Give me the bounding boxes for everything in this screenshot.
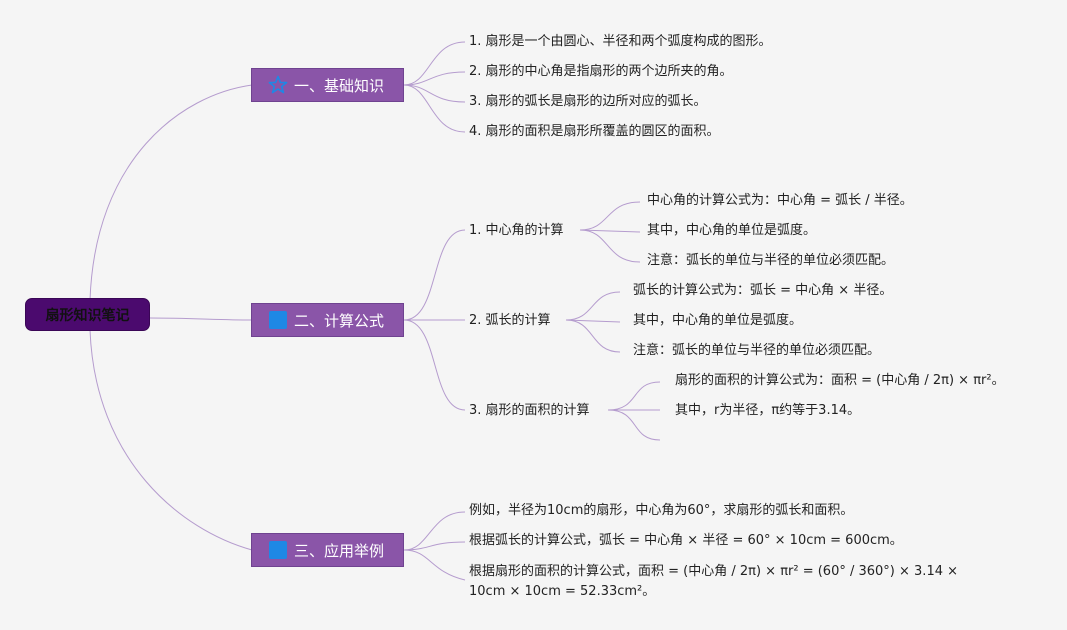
link-b3-item-3 <box>403 549 466 581</box>
list-item[interactable]: 例如，半径为10cm的扇形，中心角为60°，求扇形的弧长和面积。 <box>469 503 854 518</box>
group-arc-length[interactable]: 2. 弧长的计算 <box>469 313 551 328</box>
list-item[interactable]: 其中，中心角的单位是弧度。 <box>647 223 817 238</box>
branch-label: 三、应用举例 <box>294 541 385 560</box>
list-item[interactable]: 根据弧长的计算公式，弧长 = 中心角 × 半径 = 60° × 10cm = 6… <box>469 533 903 548</box>
list-item[interactable]: 1. 扇形是一个由圆心、半径和两个弧度构成的图形。 <box>469 34 772 49</box>
link-b1-item-1 <box>403 41 466 86</box>
list-item[interactable]: 弧长的计算公式为：弧长 = 中心角 × 半径。 <box>633 283 893 298</box>
star-icon <box>268 75 288 95</box>
link-g3-item-1 <box>607 381 661 411</box>
link-g1-item-2 <box>579 229 641 233</box>
link-g1-item-3 <box>579 229 641 263</box>
branch-basic-knowledge[interactable]: 一、基础知识 <box>251 68 404 102</box>
link-g2-item-1 <box>565 291 621 321</box>
list-item[interactable]: 中心角的计算公式为：中心角 = 弧长 / 半径。 <box>647 193 913 208</box>
root-label: 扇形知识笔记 <box>45 307 130 324</box>
link-g2-item-3 <box>565 319 621 353</box>
link-root-branch-1 <box>89 84 253 301</box>
square-icon <box>268 310 288 330</box>
group-sector-area[interactable]: 3. 扇形的面积的计算 <box>469 403 590 418</box>
link-root-branch-2 <box>149 317 253 321</box>
list-item[interactable]: 其中，中心角的单位是弧度。 <box>633 313 803 328</box>
link-b1-item-4 <box>403 84 466 133</box>
link-b2-group-3 <box>403 319 466 411</box>
link-g1-item-1 <box>579 201 641 231</box>
branch-label: 一、基础知识 <box>294 76 385 95</box>
list-item[interactable]: 根据扇形的面积的计算公式，面积 = (中心角 / 2π) × πr² = (60… <box>469 564 959 599</box>
list-item[interactable]: 其中，r为半径，π约等于3.14。 <box>675 403 861 418</box>
branch-formulas[interactable]: 二、计算公式 <box>251 303 404 337</box>
link-b1-item-3 <box>403 84 466 103</box>
list-item[interactable]: 2. 扇形的中心角是指扇形的两个边所夹的角。 <box>469 64 733 79</box>
link-b2-group-1 <box>403 229 466 321</box>
group-central-angle[interactable]: 1. 中心角的计算 <box>469 223 564 238</box>
list-item[interactable]: 扇形的面积的计算公式为：面积 = (中心角 / 2π) × πr²。 <box>675 373 1005 388</box>
link-b3-item-1 <box>403 511 466 551</box>
branch-label: 二、计算公式 <box>294 311 385 330</box>
link-root-branch-3 <box>89 329 253 551</box>
root-node[interactable]: 扇形知识笔记 <box>25 298 150 331</box>
list-item[interactable]: 4. 扇形的面积是扇形所覆盖的圆区的面积。 <box>469 124 720 139</box>
list-item[interactable]: 注意：弧长的单位与半径的单位必须匹配。 <box>647 253 895 268</box>
list-item[interactable]: 注意：弧长的单位与半径的单位必须匹配。 <box>633 343 881 358</box>
list-item[interactable]: 3. 扇形的弧长是扇形的边所对应的弧长。 <box>469 94 707 109</box>
square-icon <box>268 540 288 560</box>
link-g2-item-2 <box>565 319 621 323</box>
link-b1-item-2 <box>403 71 466 86</box>
branch-examples[interactable]: 三、应用举例 <box>251 533 404 567</box>
link-b3-item-2 <box>403 541 466 551</box>
link-g3-item-3 <box>607 409 661 441</box>
